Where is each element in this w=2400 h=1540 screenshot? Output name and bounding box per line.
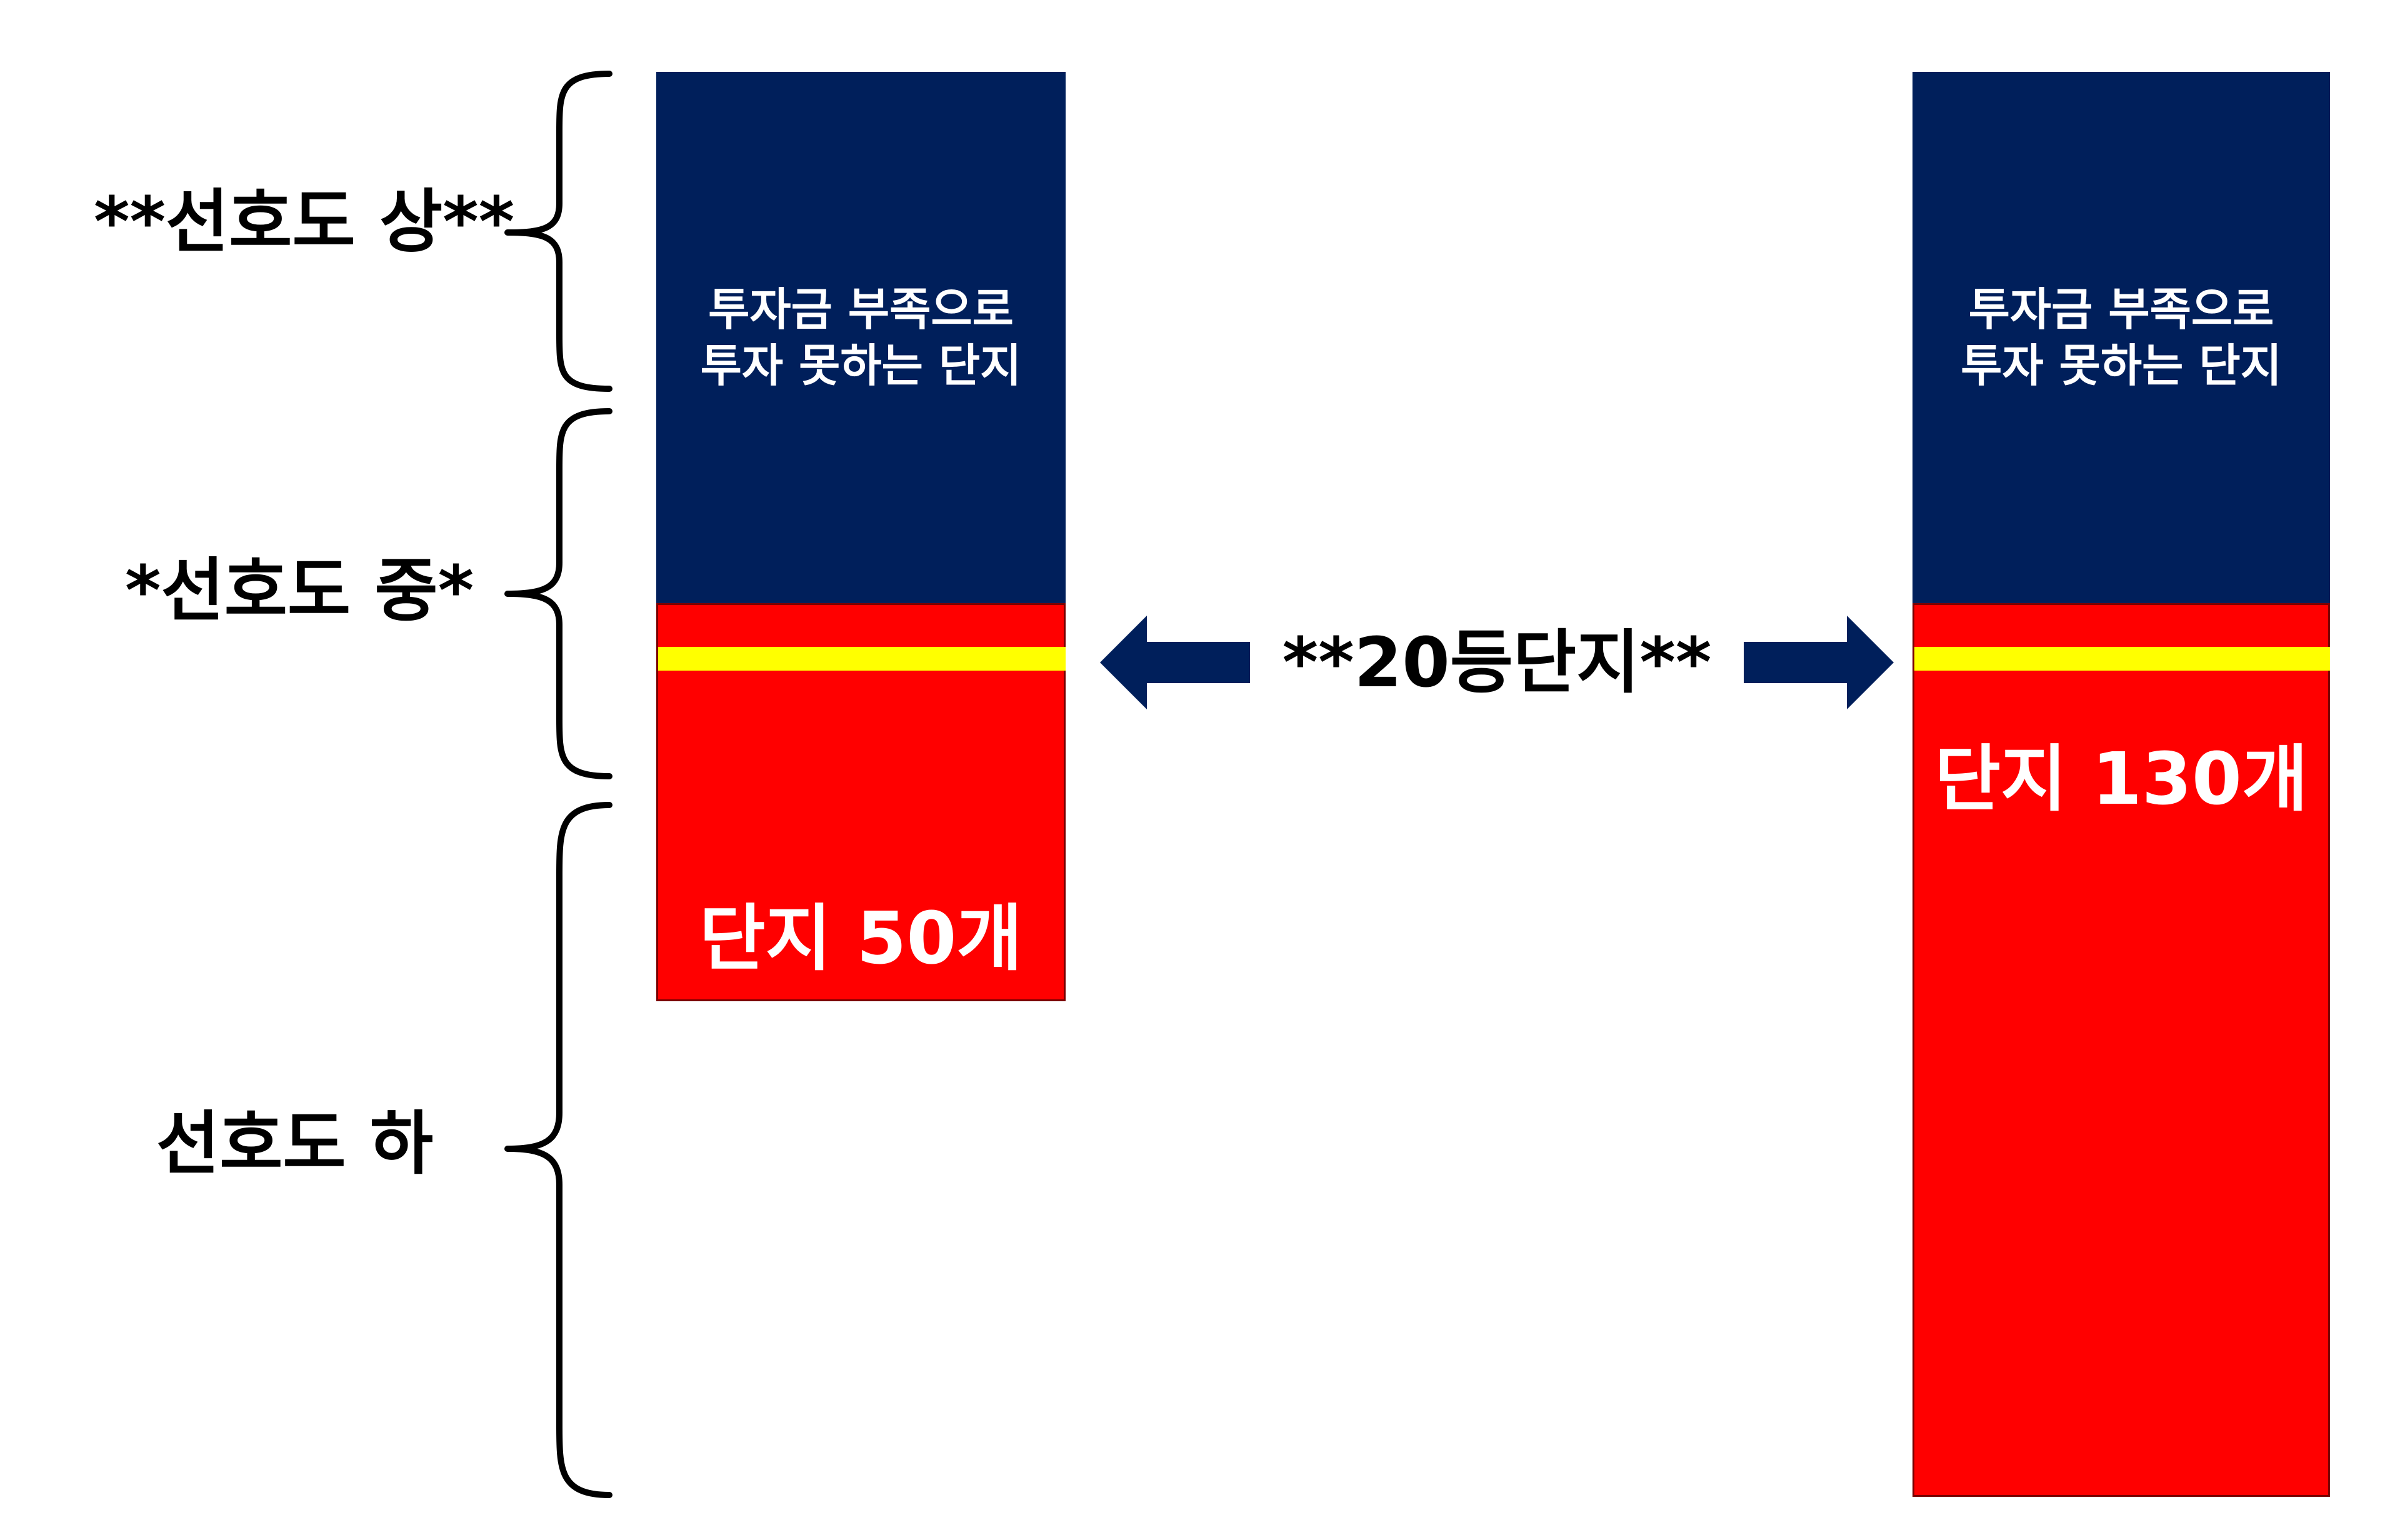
left-column-top-text-line1: 투자금 부족으로 xyxy=(708,283,1014,336)
brace-high-icon xyxy=(504,71,612,392)
right-column-count-block xyxy=(1912,603,2330,1497)
brace-low-icon xyxy=(504,802,612,1498)
left-column-count-label: 단지 50개 xyxy=(699,897,1023,981)
left-column-top-text-line2: 투자 못하는 단지 xyxy=(700,339,1022,392)
tier-label-mid: *선호도 중* xyxy=(125,551,474,631)
tier-label-high: **선호도 상** xyxy=(94,182,515,262)
arrow-left-icon xyxy=(1100,616,1250,709)
rank-marker-label: **20등단지** xyxy=(1282,622,1712,702)
right-column-unaffordable-block xyxy=(1912,72,2330,606)
tier-label-low: 선호도 하 xyxy=(156,1104,434,1184)
arrow-right-icon xyxy=(1744,616,1894,709)
right-column-count-label: 단지 130개 xyxy=(1934,738,2308,821)
right-column-rank-line xyxy=(1914,647,2330,671)
left-column-unaffordable-block xyxy=(656,72,1066,606)
left-column-top-text: 투자금 부족으로 투자 못하는 단지 xyxy=(656,281,1066,394)
brace-mid-icon xyxy=(504,408,612,779)
right-column-top-text-line1: 투자금 부족으로 xyxy=(1968,283,2274,336)
right-column-top-text: 투자금 부족으로 투자 못하는 단지 xyxy=(1912,281,2330,394)
right-column-top-text-line2: 투자 못하는 단지 xyxy=(1961,339,2282,392)
left-column-rank-line xyxy=(658,647,1066,671)
